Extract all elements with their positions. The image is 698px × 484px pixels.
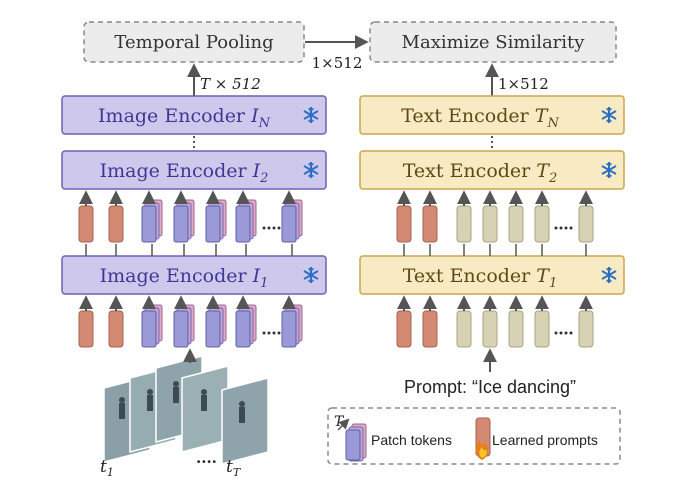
token-dot (277, 226, 281, 230)
token-dot (272, 331, 276, 335)
legend-box (327, 407, 621, 465)
token-dot (267, 331, 271, 335)
image-encoder-n-label: Image Encoder IN (98, 105, 271, 131)
image-output-label: T × 512 (200, 75, 261, 93)
learned-prompt-token (422, 205, 438, 243)
prompt-text: Prompt: “Ice dancing” (404, 377, 576, 397)
text-token (456, 205, 472, 243)
token-dot (277, 331, 281, 335)
text-encoder-1-label: Text Encoder T1 (403, 265, 558, 291)
patch-token (205, 205, 221, 243)
patch-token (235, 310, 251, 348)
patch-token (205, 310, 221, 348)
frame-tT-label: tT (226, 457, 242, 479)
text-token (456, 310, 472, 348)
image-encoder-2-label: Image Encoder I2 (100, 160, 269, 186)
image-encoder-1-label: Image Encoder I1 (100, 265, 269, 291)
patch-token (173, 205, 189, 243)
image-encoder-n (61, 95, 327, 135)
token-dot (564, 226, 568, 230)
patch-token (141, 310, 157, 348)
temporal-pooling-box (83, 21, 305, 63)
learned-prompt-token (422, 310, 438, 348)
legend-patch-label: Patch tokens (371, 432, 452, 448)
text-encoder-2 (359, 150, 625, 190)
maximize-similarity-box (369, 21, 617, 63)
learned-prompt-token (108, 310, 124, 348)
text-token (508, 205, 524, 243)
image-encoder-1 (61, 255, 327, 295)
token-dot (564, 331, 568, 335)
learned-prompt-token (78, 205, 94, 243)
text-encoder-n (359, 95, 625, 135)
patch-token (281, 310, 297, 348)
token-dot (267, 226, 271, 230)
token-dot (262, 226, 266, 230)
text-encoder-n-label: Text Encoder TN (401, 105, 559, 131)
learned-prompt-token (78, 310, 94, 348)
token-rows (78, 190, 594, 348)
learned-prompt-token (108, 205, 124, 243)
token-dot (559, 226, 563, 230)
image-encoder-2 (61, 150, 327, 190)
frame-t1-label: t1 (100, 457, 114, 479)
video-frames (103, 355, 269, 465)
text-token (578, 205, 594, 243)
token-dot (262, 331, 266, 335)
text-token (534, 205, 550, 243)
learned-prompt-token (396, 205, 412, 243)
legend-learned-label: Learned prompts (492, 432, 598, 448)
frame-dots: .... (196, 449, 217, 467)
text-token (482, 310, 498, 348)
text-encoder-1 (359, 255, 625, 295)
token-dot (272, 226, 276, 230)
token-dot (559, 331, 563, 335)
patch-token (281, 205, 297, 243)
maximize-similarity-label: Maximize Similarity (402, 32, 586, 53)
learned-prompt-token (396, 310, 412, 348)
text-token (482, 205, 498, 243)
token-dot (554, 331, 558, 335)
text-output-label: 1×512 (498, 75, 549, 93)
patch-token (173, 310, 189, 348)
pool-to-sim-label: 1×512 (312, 54, 363, 72)
text-encoder-2-label: Text Encoder T2 (403, 160, 558, 186)
token-dot (569, 331, 573, 335)
text-token (534, 310, 550, 348)
patch-token (141, 205, 157, 243)
token-dot (554, 226, 558, 230)
flame-icon (475, 440, 489, 460)
token-dot (569, 226, 573, 230)
temporal-pooling-label: Temporal Pooling (114, 32, 273, 53)
patch-token (235, 205, 251, 243)
legend-patch-swatch (345, 423, 367, 462)
legend-t-arrow (337, 418, 350, 431)
text-token (578, 310, 594, 348)
text-token (508, 310, 524, 348)
skater-figures (119, 381, 245, 423)
